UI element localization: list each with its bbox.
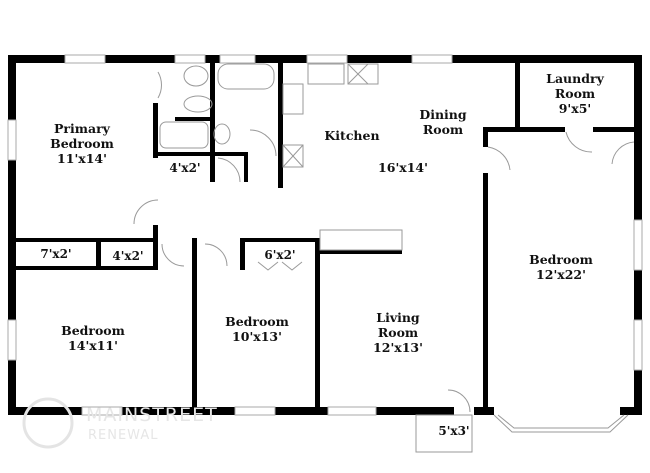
closet-7x2-label: 7'x2' [40,247,72,261]
room-primary-bedroom: Primary Bedroom 11'x14' [50,121,114,166]
porch-label: 5'x3' [438,424,470,438]
room-name: Room [554,86,596,101]
interior-walls [8,55,642,414]
watermark-logo-icon [22,397,74,449]
room-name: Room [377,325,419,340]
door-swings [133,71,635,413]
closet-6x2-label: 6'x2' [264,248,296,262]
room-bedroom-east: Bedroom 12'x22' [529,252,593,282]
room-name: Bedroom [225,314,289,329]
room-living: Living Room 12'x13' [373,310,423,355]
room-name: Bedroom [61,323,125,338]
watermark-subbrand: RENEWAL [88,428,159,443]
room-bedroom-southwest: Bedroom 14'x11' [61,323,125,353]
room-kitchen: Kitchen [324,128,379,143]
kitchen-dining-dimensions: 16'x14' [378,160,428,175]
room-dimensions: 12'x22' [536,267,586,282]
room-laundry: Laundry Room 9'x5' [546,71,604,116]
room-name: Room [422,122,464,137]
closet-4x2-label: 4'x2' [112,249,144,263]
room-name: Dining [419,107,467,122]
room-dimensions: 10'x13' [232,329,282,344]
room-dimensions: 11'x14' [57,151,107,166]
room-dining: Dining Room [419,107,466,137]
room-bedroom-middle: Bedroom 10'x13' [225,314,289,344]
room-dimensions: 12'x13' [373,340,423,355]
room-dimensions: 9'x5' [558,101,592,116]
room-name: Primary [54,121,110,136]
room-name: Laundry [546,71,604,86]
windows [7,54,643,416]
watermark-brand: MAINSTREET [86,404,218,426]
room-name: Bedroom [50,136,114,151]
fixtures [159,63,629,453]
room-name: Bedroom [529,252,593,267]
room-name: Kitchen [324,128,380,143]
room-dimensions: 14'x11' [68,338,118,353]
closet-bath-label: 4'x2' [169,161,201,175]
room-name: Living [376,310,420,325]
